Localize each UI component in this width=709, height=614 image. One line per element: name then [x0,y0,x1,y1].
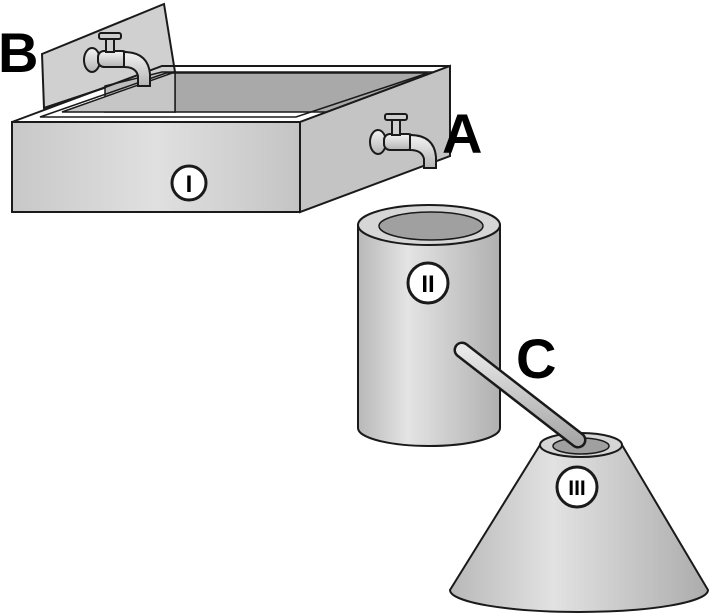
tap-a [369,113,437,169]
tank-one-label: I [186,171,193,198]
badge-cylinder-two: II [406,261,450,305]
label-b: B [0,21,38,84]
label-a: A [442,102,482,165]
tap-b [83,32,151,87]
water-tap-icon [369,113,437,169]
water-tap-icon [83,32,151,87]
cylinder-two [357,204,501,447]
cone-three [448,432,709,613]
badge-tank-one: I [170,164,208,202]
badge-cone-three: III [555,465,599,509]
cone-three-label: III [568,477,586,500]
label-c: C [516,327,556,390]
cylinder-two-label: II [421,271,434,298]
pipe-c [453,341,587,449]
